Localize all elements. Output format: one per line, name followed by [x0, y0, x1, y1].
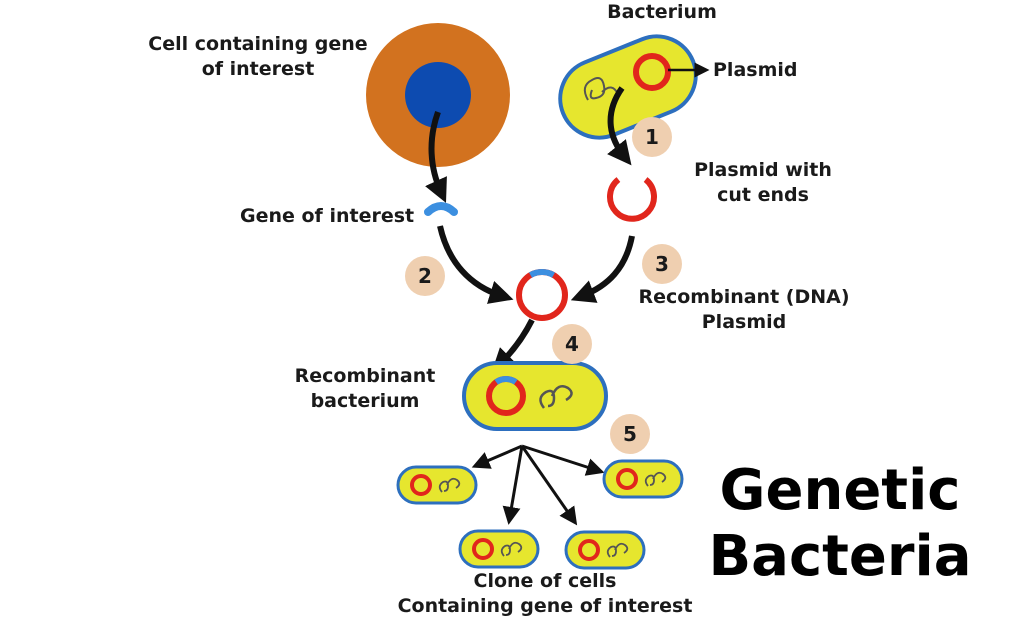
cut-plasmid: [607, 177, 657, 222]
recombinant-bacterium-chromosome: [539, 385, 573, 409]
arrow-step-4: [491, 318, 535, 373]
title-line-1: Genetic: [719, 458, 961, 523]
bacterium-plasmid: [633, 53, 671, 91]
clone-cell-4: [564, 530, 646, 570]
donor-cell-nucleus: [405, 62, 471, 128]
label-plasmid-cut-ends: Plasmid with cut ends: [694, 159, 832, 206]
step-badge-4: 4: [552, 324, 592, 364]
label-plasmid: Plasmid: [713, 59, 798, 81]
title-line-2: Bacteria: [708, 524, 972, 590]
label-recombinant-plasmid: Recombinant (DNA) Plasmid: [638, 286, 850, 333]
label-bacterium: Bacterium: [607, 1, 717, 23]
label-clone-of-cells: Clone of cells Containing gene of intere…: [397, 570, 693, 617]
bacterium: [558, 34, 698, 140]
page-title: Genetic Bacteria: [690, 458, 990, 590]
clone-cell-3: [458, 529, 540, 569]
label-gene-of-interest: Gene of interest: [240, 205, 415, 227]
recombinant-plasmid: [516, 269, 568, 321]
step-badge-1: 1: [632, 117, 672, 157]
arrow-step-2: [437, 225, 514, 304]
gene-fragment: [424, 202, 458, 216]
recombinant-bacterium: [462, 361, 608, 431]
step-badge-3: 3: [642, 244, 682, 284]
arrow-step-1: [607, 86, 632, 166]
arrow-step-3: [570, 235, 635, 303]
recombinant-bacterium-body: [462, 361, 608, 431]
clone-cell-1: [396, 465, 478, 505]
arrows-step-5: [471, 444, 605, 526]
step-badge-2: 2: [405, 256, 445, 296]
label-donor-cell: Cell containing gene of interest: [148, 33, 368, 80]
clone-cell-2: [602, 459, 684, 499]
bacterium-body: [558, 34, 698, 140]
step-badge-5: 5: [610, 414, 650, 454]
arrow-nucleus-to-gene: [425, 110, 447, 203]
donor-cell: [366, 23, 510, 167]
label-recombinant-bacterium: Recombinant bacterium: [294, 365, 436, 412]
